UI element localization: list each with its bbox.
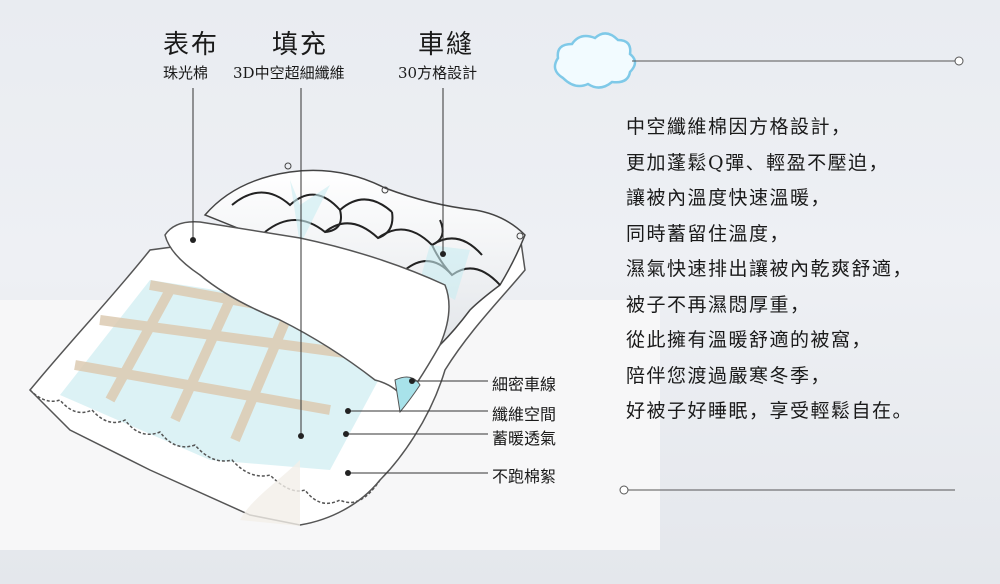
description-line: 濕氣快速排出讓被內乾爽舒適，: [626, 258, 914, 280]
peeled-fabric: [164, 221, 450, 414]
layer-title-stitching: 車縫: [418, 30, 475, 60]
description-line: 更加蓬鬆Q彈、輕盈不壓迫，: [626, 151, 890, 174]
cloud-icon: [553, 32, 637, 89]
layer-subtitle-fabric: 珠光棉: [163, 64, 209, 82]
description-line: 好被子好睡眠，享受輕鬆自在。: [626, 400, 914, 422]
layer-title-filling: 填充: [272, 30, 329, 60]
layer-title-fabric: 表布: [163, 30, 220, 60]
description-line: 讓被內溫度快速溫暖，: [626, 187, 832, 209]
callout-fine-stitching: 細密車線: [492, 375, 557, 394]
description-line: 中空纖維棉因方格設計，: [626, 116, 852, 138]
description-line: 被子不再濕悶厚重，: [626, 293, 811, 316]
description-line: 同時蓄留住溫度，: [626, 222, 791, 245]
callout-fiber-space: 纖維空間: [492, 405, 557, 424]
description-line: 陪伴您渡過嚴寒冬季，: [626, 364, 832, 387]
layer-subtitle-stitching: 30方格設計: [398, 64, 478, 82]
layer-subtitle-filling: 3D中空超細纖維: [233, 64, 345, 82]
bottom-divider: [619, 485, 955, 495]
description-line: 從此擁有溫暖舒適的被窩，: [626, 329, 873, 351]
callout-no-clumping: 不跑棉絮: [492, 467, 557, 486]
leader-lines: [190, 88, 488, 476]
callout-warm-breathable: 蓄暖透氣: [492, 429, 557, 448]
product-description: 中空纖維棉因方格設計， 更加蓬鬆Q彈、輕盈不壓迫， 讓被內溫度快速溫暖， 同時蓄…: [626, 110, 913, 430]
top-divider: [632, 56, 964, 66]
